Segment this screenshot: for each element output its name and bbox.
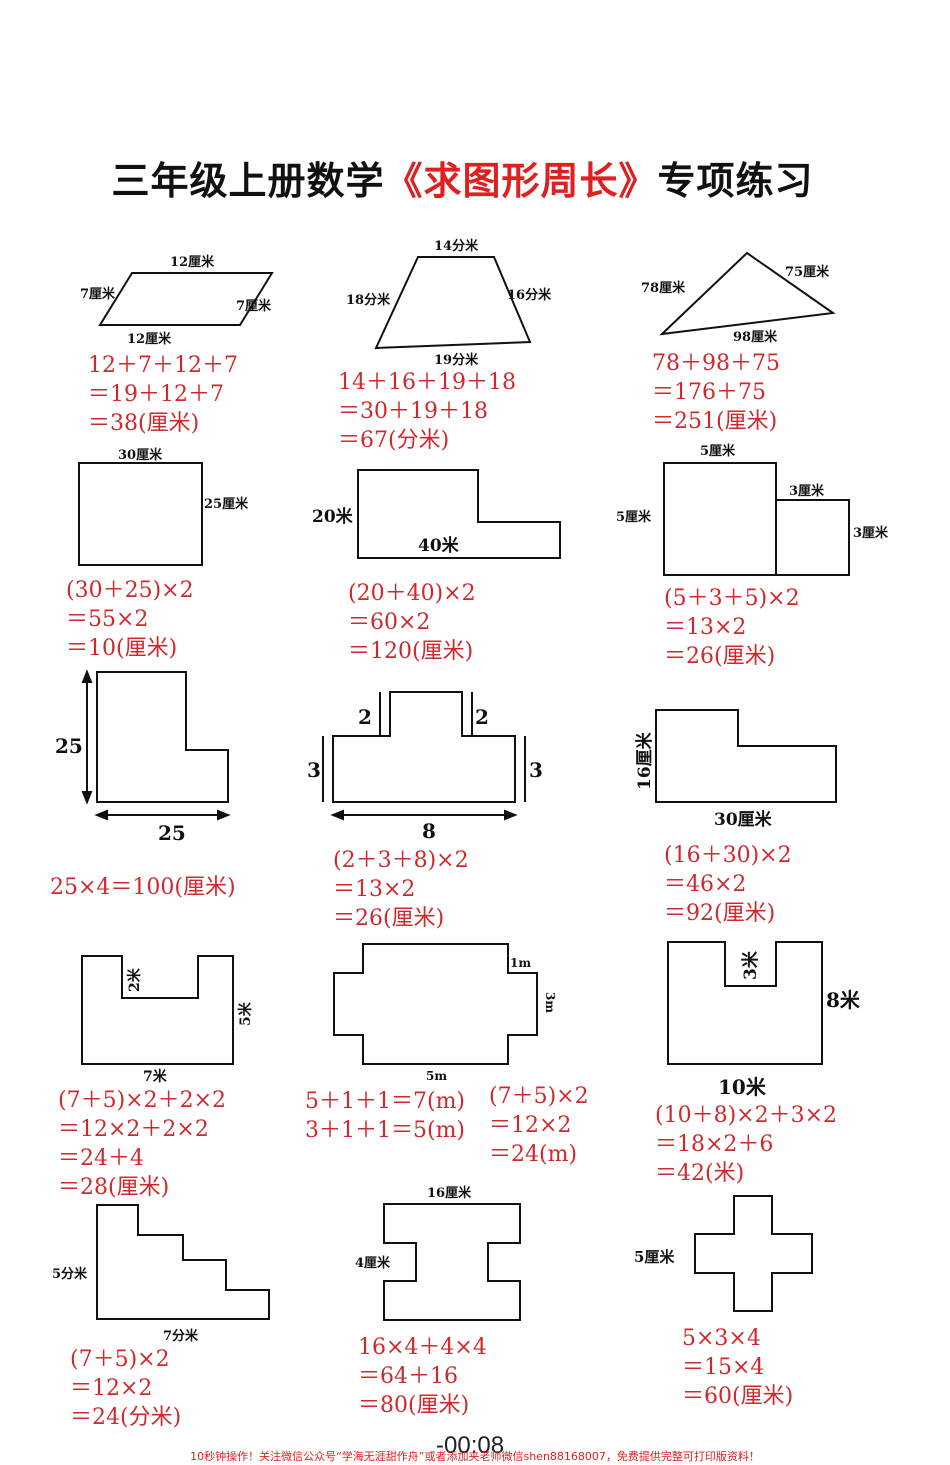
title-post: 专项练习 [657,159,814,203]
p1-right-label: 7厘米 [236,298,272,314]
p7-bottom-label: 25 [158,821,186,845]
p5-bottom-label: 40米 [418,535,460,556]
answer-4: (30＋25)×2 ＝55×2 ＝10(厘米) [66,578,194,661]
fig-trapezoid: 14分米 18分米 16分米 19分米 [346,238,552,368]
p1-bottom-label: 12厘米 [127,331,172,347]
fig-t-shape: 2 2 3 3 8 [307,691,543,843]
fig-staircase: 5分米 7分米 [52,1204,270,1344]
answer-8: (2＋3＋8)×2 ＝13×2 ＝26(厘米) [333,848,469,931]
p3-left-label: 78厘米 [641,280,686,296]
p13-bottom-label: 7分米 [163,1328,199,1344]
p6-left-label: 5厘米 [616,509,652,525]
fig-rectangle: 30厘米 25厘米 [78,447,249,566]
p11-bottom-label: 5m [426,1069,447,1083]
p8-side-left-label: 3 [307,758,321,782]
fig-u-shape-2: 3米 8米 10米 [667,941,861,1099]
answer-2: 14＋16＋19＋18 ＝30＋19＋18 ＝67(分米) [338,370,516,453]
p4-top-label: 30厘米 [118,447,163,463]
p8-left-label: 2 [358,705,372,729]
p1-left-label: 7厘米 [80,286,116,302]
p2-bottom-label: 19分米 [434,352,479,368]
fig-plus-shape: 5厘米 [634,1195,813,1312]
p7-left-label: 25 [55,734,83,758]
fig-l-shape-1: 20米 40米 [312,469,561,559]
answer-11-a: 5＋1＋1＝7(m) 3＋1＋1＝5(m) [305,1089,466,1143]
p13-left-label: 5分米 [52,1266,88,1282]
p8-right-label: 2 [475,705,489,729]
p11-right-label: 3m [543,992,557,1013]
p10-right-label: 5米 [237,1001,254,1026]
p11-corner-label: 1m [510,956,531,970]
answer-10: (7＋5)×2＋2×2 ＝12×2＋2×2 ＝24＋4 ＝28(厘米) [58,1088,227,1200]
answer-15: 5×3×4 ＝15×4 ＝60(厘米) [682,1326,794,1409]
answer-11-b: (7＋5)×2 ＝12×2 ＝24(m) [489,1084,589,1167]
p14-top-label: 16厘米 [427,1185,472,1201]
p9-bottom-label: 30厘米 [714,809,773,830]
footer-notice: 10秒钟操作！关注微信公众号“学海无涯甜作舟”或者添加夹老师微信shen8816… [190,1450,760,1463]
answer-1: 12＋7＋12＋7 ＝19＋12＋7 ＝38(厘米) [88,353,238,436]
fig-cross-rect: 1m 3m 5m [333,943,557,1083]
fig-two-squares: 5厘米 5厘米 3厘米 3厘米 [616,443,889,576]
answer-9: (16＋30)×2 ＝46×2 ＝92(厘米) [664,843,792,926]
fig-l-shape-3: 16厘米 30厘米 [634,709,837,830]
p8-bottom-label: 8 [422,819,436,843]
answer-7: 25×4＝100(厘米) [50,875,236,900]
p10-notch-label: 2米 [126,967,143,992]
answer-5: (20＋40)×2 ＝60×2 ＝120(厘米) [348,581,476,664]
fig-l-shape-2: 25 25 [55,669,231,845]
p8-side-right-label: 3 [529,758,543,782]
title-highlight: 《求图形周长》 [384,159,658,203]
p4-right-label: 25厘米 [204,496,249,512]
p12-bottom-label: 10米 [718,1075,767,1099]
p3-right-label: 75厘米 [785,264,830,280]
p2-left-label: 18分米 [346,292,391,308]
fig-u-shape-1: 2米 5米 7米 [81,955,254,1085]
answer-13: (7＋5)×2 ＝12×2 ＝24(分米) [70,1347,182,1430]
p3-bottom-label: 98厘米 [733,329,778,345]
answer-14: 16×4＋4×4 ＝64＋16 ＝80(厘米) [358,1335,487,1418]
p15-left-label: 5厘米 [634,1248,675,1266]
p6-mid-label: 3厘米 [789,483,825,499]
p12-notch-label: 3米 [740,950,761,980]
p2-top-label: 14分米 [434,238,479,254]
p12-right-label: 8米 [826,988,861,1012]
p1-top-label: 12厘米 [170,254,215,270]
p10-bottom-label: 7米 [143,1068,168,1085]
answer-3: 78＋98＋75 ＝176＋75 ＝251(厘米) [652,351,780,434]
p2-right-label: 16分米 [507,287,552,303]
page-title: 三年级上册数学《求图形周长》专项练习 [0,150,925,205]
p6-top-label: 5厘米 [700,443,736,459]
answer-6: (5＋3＋5)×2 ＝13×2 ＝26(厘米) [664,586,800,669]
p6-right-label: 3厘米 [853,525,889,541]
title-pre: 三年级上册数学 [111,159,385,203]
fig-parallelogram: 12厘米 7厘米 7厘米 12厘米 [80,254,274,347]
video-timer: -00:08 [436,1432,505,1459]
fig-triangle: 78厘米 75厘米 98厘米 [641,251,836,345]
fig-i-shape: 16厘米 4厘米 [355,1185,521,1321]
p9-left-label: 16厘米 [634,731,655,790]
p14-left-label: 4厘米 [355,1255,391,1271]
answer-12: (10＋8)×2＋3×2 ＝18×2＋6 ＝42(米) [655,1103,838,1186]
p5-left-label: 20米 [312,506,354,527]
